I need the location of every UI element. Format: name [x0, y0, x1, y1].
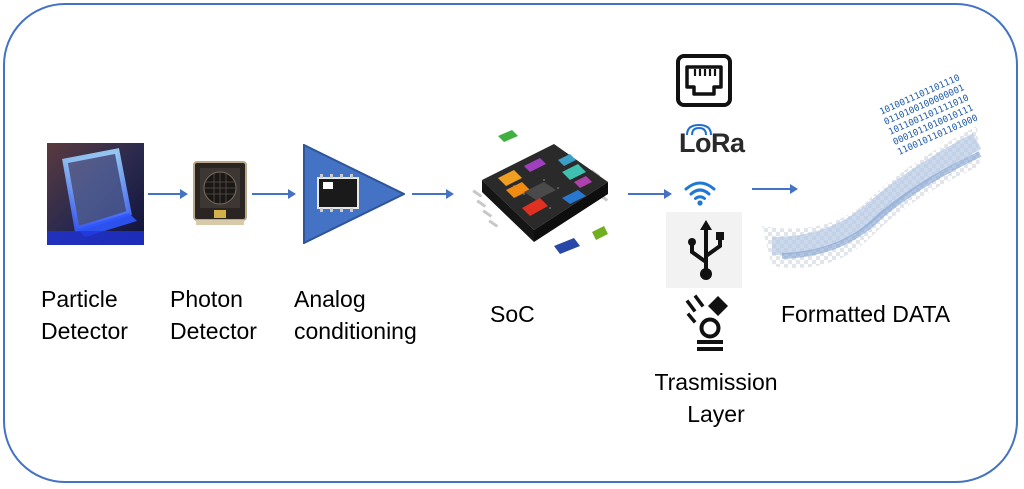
transmission-layer-label: Trasmission Layer [634, 366, 798, 430]
photon-detector-image [193, 161, 247, 225]
lora-signal-icon [686, 124, 712, 136]
transmission-layer-line2: Layer [687, 401, 745, 427]
photon-detector-line1: Photon [170, 286, 243, 312]
firewire-icon [685, 294, 728, 351]
arrow-analog-to-soc [412, 189, 454, 199]
photon-detector-line2: Detector [170, 318, 257, 344]
formatted-data-label: Formatted DATA [781, 301, 951, 327]
arrow-soc-to-transmission [628, 189, 672, 199]
transmission-layer-line1: Trasmission [654, 369, 778, 395]
arrow-particle-to-photon [148, 189, 188, 199]
analog-conditioning-line2: conditioning [294, 318, 417, 344]
analog-conditioning-line1: Analog [294, 286, 366, 312]
ethernet-port-icon [676, 54, 732, 107]
lora-icon: LoRa [679, 128, 745, 158]
diagram-frame [3, 3, 1018, 483]
formatted-data-image [762, 126, 982, 268]
wifi-icon [684, 181, 716, 206]
soc-label: SoC [490, 301, 535, 327]
photon-detector-label: Photon Detector [170, 283, 257, 347]
particle-detector-line2: Detector [41, 318, 128, 344]
soc-chip-image [472, 130, 609, 254]
particle-detector-image [47, 143, 144, 245]
particle-detector-label: Particle Detector [41, 283, 128, 347]
particle-detector-line1: Particle [41, 286, 118, 312]
usb-icon [666, 212, 742, 288]
arrow-photon-to-analog [252, 189, 296, 199]
analog-conditioning-label: Analog conditioning [294, 283, 417, 347]
amplifier-triangle [303, 144, 405, 244]
arrow-transmission-to-data [752, 184, 798, 194]
